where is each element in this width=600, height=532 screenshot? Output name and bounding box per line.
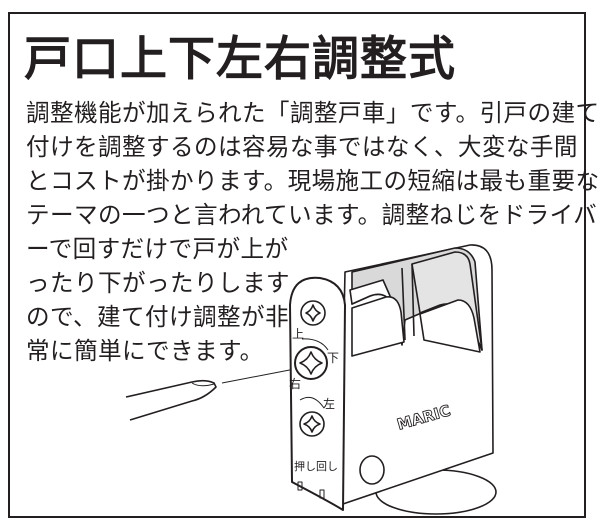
label-right: 右	[289, 376, 301, 391]
description-line: ーで回すだけで戸が上が	[26, 235, 289, 263]
description-line: 付けを調整するのは容易な事ではなく、大変な手間	[26, 133, 578, 161]
description-line: とコストが掛かります。現場施工の短縮は最も重要な	[26, 167, 600, 195]
description-line: ったり下がったりします	[26, 269, 290, 297]
screwdriver-icon	[125, 367, 301, 421]
screw-top-icon	[300, 300, 326, 326]
label-up: 上	[292, 327, 304, 341]
description-line: 常に簡単にできます。	[26, 337, 264, 365]
description-line: ので、建て付け調整が非	[26, 303, 289, 331]
content-frame	[8, 12, 586, 518]
screw-leftright-icon	[299, 411, 325, 437]
page-title: 戸口上下左右調整式	[24, 32, 456, 87]
label-down: 下	[327, 351, 339, 365]
screw-updown-icon	[294, 346, 328, 380]
description-line: 調整機能が加えられた「調整戸車」です。引戸の建て	[26, 99, 600, 127]
roller-front-plate	[289, 276, 346, 511]
description: 調整機能が加えられた「調整戸車」です。引戸の建て 付けを調整するのは容易な事では…	[26, 96, 600, 368]
label-left: 左	[323, 396, 335, 411]
label-push-turn: 押し回し	[294, 459, 338, 473]
description-line: テーマの一つと言われています。調整ねじをドライバ	[26, 201, 598, 229]
